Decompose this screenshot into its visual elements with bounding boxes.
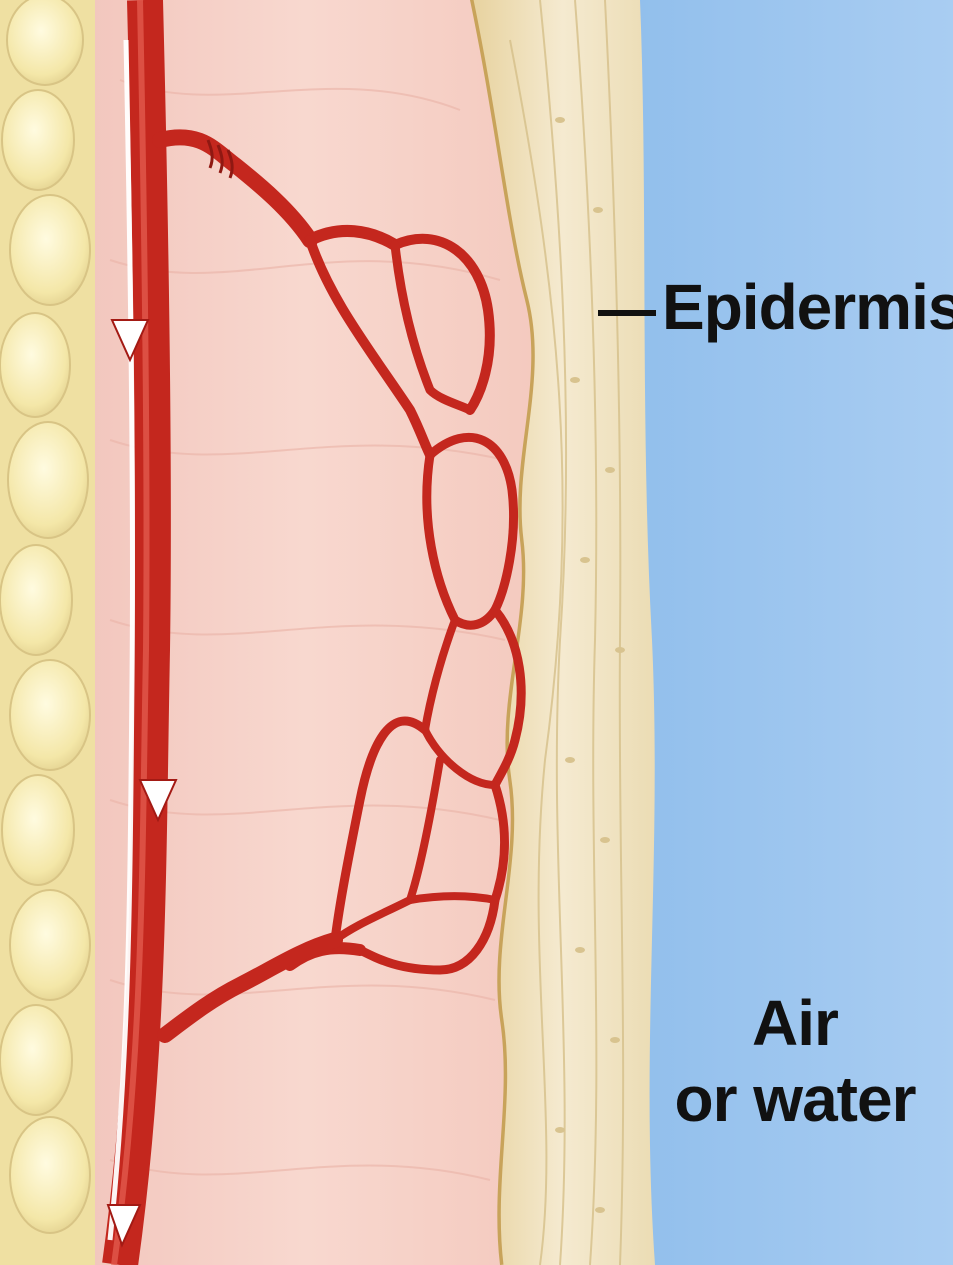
medium-label-line2: or water <box>640 1061 950 1137</box>
medium-label: Air or water <box>640 985 950 1137</box>
medium-label-line1: Air <box>640 985 950 1061</box>
epidermis-label: Epidermis <box>662 272 953 342</box>
